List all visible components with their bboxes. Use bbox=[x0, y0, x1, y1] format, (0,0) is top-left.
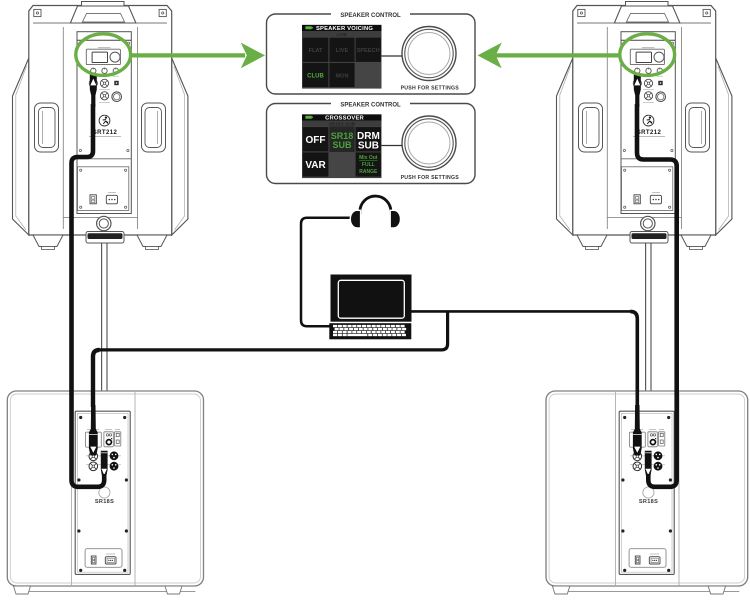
svg-text:FULL: FULL bbox=[362, 162, 375, 168]
svg-text:PUSH FOR SETTINGS: PUSH FOR SETTINGS bbox=[401, 175, 460, 181]
svg-text:LIVE: LIVE bbox=[336, 32, 347, 38]
svg-text:LIVE: LIVE bbox=[336, 48, 349, 54]
svg-text:SR18: SR18 bbox=[331, 131, 354, 141]
svg-text:SPEECH: SPEECH bbox=[357, 48, 380, 54]
svg-text:MON: MON bbox=[335, 73, 348, 79]
svg-text:SR18S SUB: SR18S SUB bbox=[328, 121, 355, 127]
svg-text:RANGE: RANGE bbox=[359, 169, 378, 175]
svg-text:CLUB: CLUB bbox=[307, 73, 324, 79]
svg-text:SPEAKER CONTROL: SPEAKER CONTROL bbox=[340, 13, 401, 19]
svg-text:SPEAKER VOICING: SPEAKER VOICING bbox=[316, 26, 373, 32]
svg-text:SUB: SUB bbox=[332, 140, 352, 150]
svg-text:VAR: VAR bbox=[305, 160, 326, 171]
svg-text:SPEAKER CONTROL: SPEAKER CONTROL bbox=[340, 102, 401, 108]
svg-text:DRM: DRM bbox=[357, 131, 380, 142]
svg-text:SUB: SUB bbox=[358, 141, 379, 152]
svg-text:CROSSOVER: CROSSOVER bbox=[325, 116, 364, 122]
svg-text:FLAT: FLAT bbox=[309, 48, 323, 54]
svg-text:Mix Out: Mix Out bbox=[359, 155, 378, 161]
svg-text:PUSH FOR SETTINGS: PUSH FOR SETTINGS bbox=[401, 86, 460, 92]
svg-text:OFF: OFF bbox=[306, 135, 326, 146]
